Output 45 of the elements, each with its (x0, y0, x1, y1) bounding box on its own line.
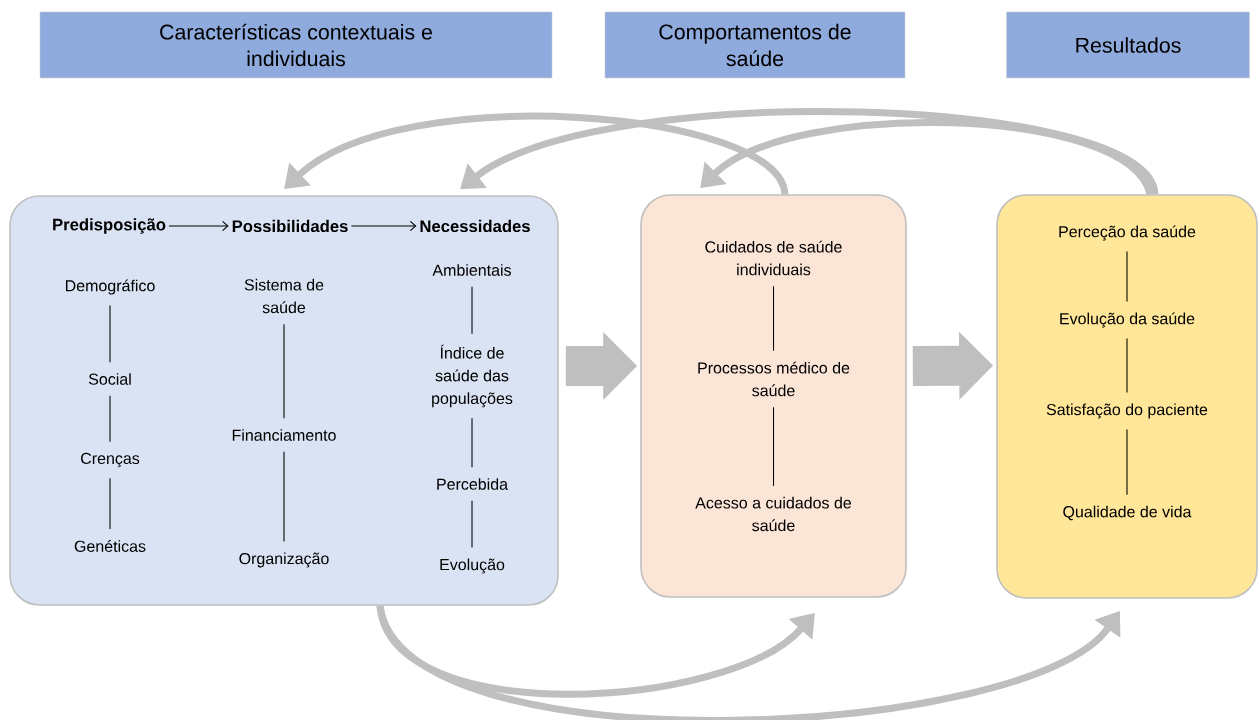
arrow (350, 220, 417, 232)
column-heading: Necessidades (420, 219, 530, 233)
item-label: Cuidados de saúde individuais (705, 240, 842, 276)
connector-line (283, 323, 285, 419)
column-heading: Predisposição (53, 218, 166, 234)
rounded-panel (996, 194, 1258, 599)
header-box: Características contextuais e individuais (39, 11, 553, 79)
item-label: Sistema de saúde (244, 278, 324, 314)
item-label: Evolução da saúde (1060, 312, 1195, 328)
connector-line (1126, 428, 1128, 496)
column-heading: Possibilidades (232, 219, 348, 233)
item-label: Organização (239, 552, 329, 568)
connector-line (772, 406, 775, 487)
item-label: Financiamento (232, 429, 336, 441)
item-label: Crenças (81, 452, 140, 468)
connector-line (471, 417, 473, 468)
connector-line (471, 500, 473, 549)
connector-line (109, 395, 111, 443)
rounded-panel (640, 194, 907, 598)
connector-line (1126, 250, 1128, 302)
connector-line (283, 451, 285, 543)
header-box: Resultados (1006, 11, 1250, 79)
item-label: Evolução (440, 558, 505, 574)
item-label: Índice de saúde das populações (432, 344, 513, 408)
item-label: Processos médico de saúde (698, 361, 850, 397)
curved-arrow (700, 119, 1154, 196)
curved-arrow (376, 604, 1121, 720)
item-label: Ambientais (432, 264, 511, 276)
connector-line (109, 477, 111, 530)
curved-arrow (284, 112, 789, 196)
connector-line (1126, 337, 1128, 394)
item-label: Perceção da saúde (1059, 225, 1196, 241)
item-label: Genéticas (74, 540, 146, 552)
arrow (168, 220, 229, 232)
item-label: Qualidade de vida (1063, 505, 1192, 521)
rounded-panel (9, 195, 559, 606)
item-label: Demográfico (65, 279, 155, 295)
item-label: Social (88, 373, 131, 385)
item-label: Acesso a cuidados de saúde (695, 496, 851, 532)
connector-line (772, 285, 775, 352)
item-label: Satisfação do paciente (1046, 403, 1208, 419)
connector-line (109, 304, 111, 363)
connector-line (471, 286, 473, 335)
header-box: Comportamentos de saúde (604, 11, 906, 79)
item-label: Percebida (437, 478, 508, 490)
